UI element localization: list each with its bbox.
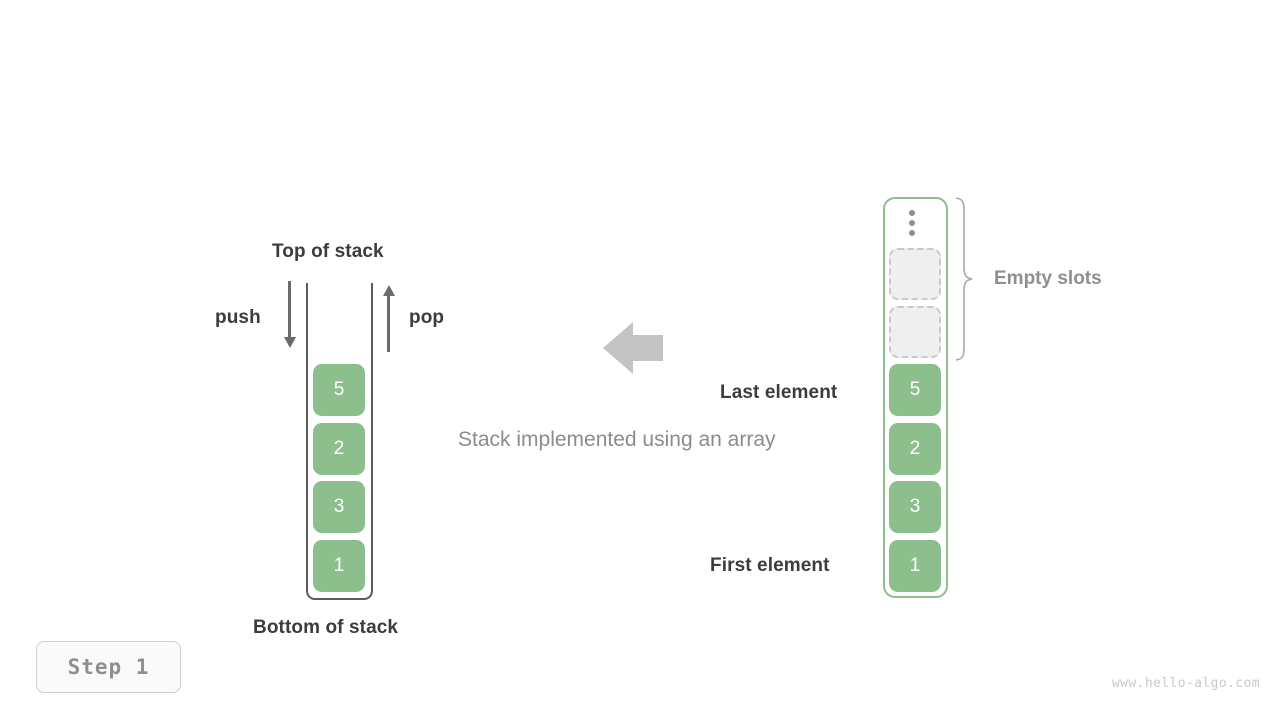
array-cell: 2 [889,423,941,475]
push-arrow-shaft [288,281,291,338]
pop-arrow-head-icon [382,285,395,296]
stack-cell: 2 [313,423,365,475]
empty-slots-label: Empty slots [994,268,1102,289]
arrow-left-icon [603,322,663,374]
pop-arrow-shaft [387,296,390,352]
stack-cell: 3 [313,481,365,533]
push-label: push [215,307,261,328]
watermark: www.hello-algo.com [1111,676,1260,691]
diagram-caption: Stack implemented using an array [458,428,776,451]
last-element-label: Last element [720,382,838,403]
stack-container [306,283,373,600]
empty-slot [889,248,941,300]
step-badge: Step 1 [36,641,181,693]
stack-cell: 5 [313,364,365,416]
top-of-stack-label: Top of stack [272,241,384,262]
vertical-ellipsis-icon [909,210,917,238]
first-element-label: First element [710,555,830,576]
pop-label: pop [409,307,445,328]
stack-cell: 1 [313,540,365,592]
empty-slots-brace [955,197,973,361]
bottom-of-stack-label: Bottom of stack [253,617,399,638]
array-cell: 1 [889,540,941,592]
push-arrow-head-icon [283,337,296,348]
array-cell: 5 [889,364,941,416]
array-cell: 3 [889,481,941,533]
step-badge-label: Step 1 [67,655,150,679]
empty-slot [889,306,941,358]
